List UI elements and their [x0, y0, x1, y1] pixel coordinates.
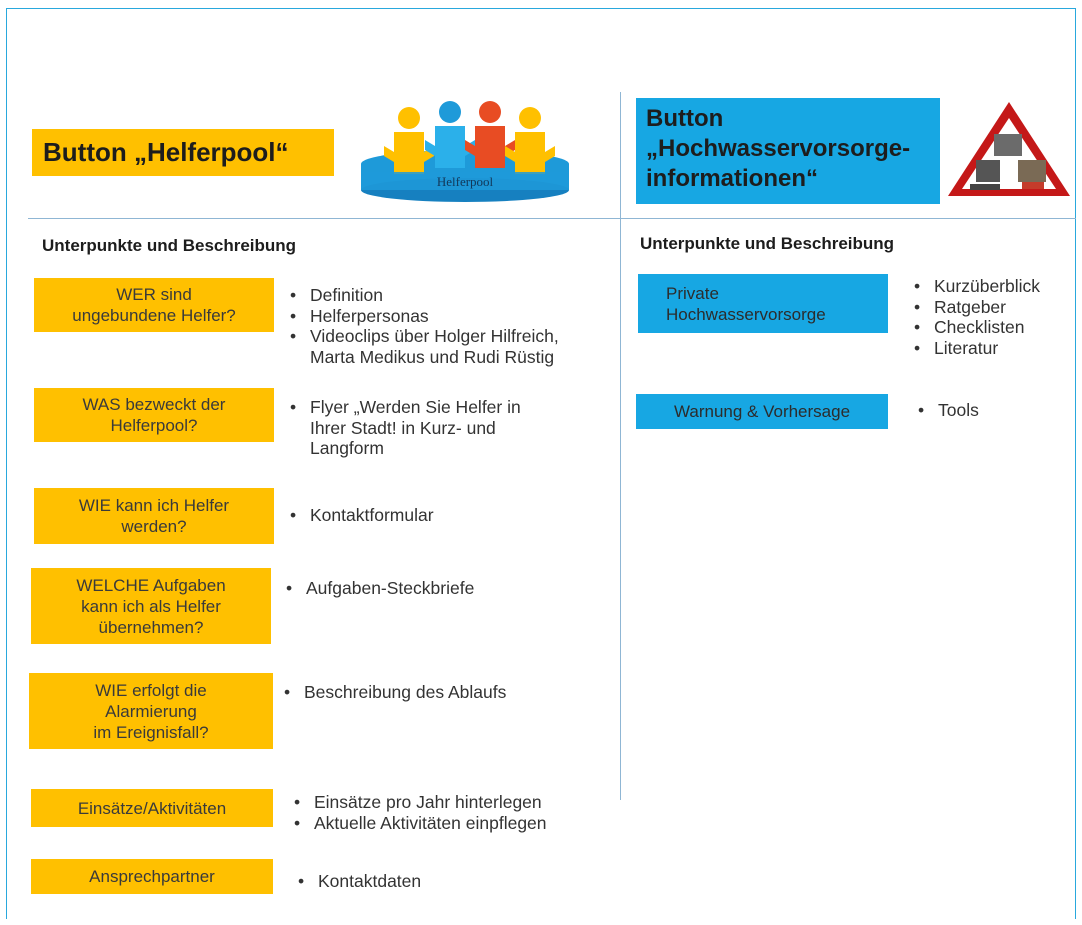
warning-exclamation: !: [1005, 154, 1012, 179]
list-was-bezweckt: Flyer „Werden Sie Helfer in Ihrer Stadt!…: [288, 397, 521, 459]
list-item: Aufgaben-Steckbriefe: [284, 578, 474, 599]
slide-frame: [6, 8, 1076, 919]
warning-triangle-icon: !: [948, 102, 1070, 196]
hochwasser-header-line1: Button: [646, 105, 724, 132]
list-private-hochwasservorsorge: Kurzüberblick Ratgeber Checklisten Liter…: [912, 276, 1040, 358]
list-wie-alarmierung: Beschreibung des Ablaufs: [282, 682, 506, 703]
list-item-continuation: Langform: [310, 438, 384, 458]
list-item: Literatur: [912, 338, 1040, 359]
list-item: Kurzüberblick: [912, 276, 1040, 297]
box-einsaetze: Einsätze/Aktivitäten: [31, 789, 273, 827]
helferpool-header: Button „Helferpool“: [32, 129, 334, 176]
list-item: Flyer „Werden Sie Helfer in: [288, 397, 521, 418]
horizontal-divider: [28, 218, 1076, 219]
list-item: Videoclips über Holger Hilfreich,: [288, 326, 559, 347]
helferpool-people-icon: Helferpool: [361, 101, 569, 202]
list-welche-aufgaben: Aufgaben-Steckbriefe: [284, 578, 474, 599]
list-wie-helfer: Kontaktformular: [288, 505, 434, 526]
helferpool-logo-label: Helferpool: [437, 174, 494, 189]
right-subheading: Unterpunkte und Beschreibung: [640, 234, 895, 253]
list-einsaetze: Einsätze pro Jahr hinterlegen Aktuelle A…: [292, 792, 547, 833]
box-ansprechpartner: Ansprechpartner: [31, 859, 273, 894]
list-warnung-vorhersage: Tools: [916, 400, 979, 421]
list-item-continuation: Marta Medikus und Rudi Rüstig: [310, 346, 555, 367]
list-item: Kontaktformular: [288, 505, 434, 526]
list-item: Helferpersonas: [288, 306, 559, 327]
list-item: Kontaktdaten: [296, 871, 421, 892]
vertical-divider: [620, 92, 621, 800]
list-item-continuation: Ihrer Stadt! in Kurz- und: [310, 417, 496, 438]
hochwasser-header: Button „Hochwasservorsorge- informatione…: [636, 98, 940, 204]
list-item: Aktuelle Aktivitäten einpflegen: [292, 813, 547, 834]
list-item: Beschreibung des Ablaufs: [282, 682, 506, 703]
hochwasser-header-line3: informationen“: [646, 165, 818, 192]
list-ansprechpartner: Kontaktdaten: [296, 871, 421, 892]
list-item: Checklisten: [912, 317, 1040, 338]
hochwasser-header-line2: „Hochwasservorsorge-: [646, 135, 911, 162]
list-wer-helfer: Definition Helferpersonas Videoclips übe…: [288, 285, 559, 367]
list-item: Ratgeber: [912, 297, 1040, 318]
left-subheading: Unterpunkte und Beschreibung: [42, 236, 297, 255]
list-item: Definition: [288, 285, 559, 306]
box-warnung-vorhersage: Warnung & Vorhersage: [636, 394, 888, 429]
list-item: Tools: [916, 400, 979, 421]
list-item: Einsätze pro Jahr hinterlegen: [292, 792, 547, 813]
